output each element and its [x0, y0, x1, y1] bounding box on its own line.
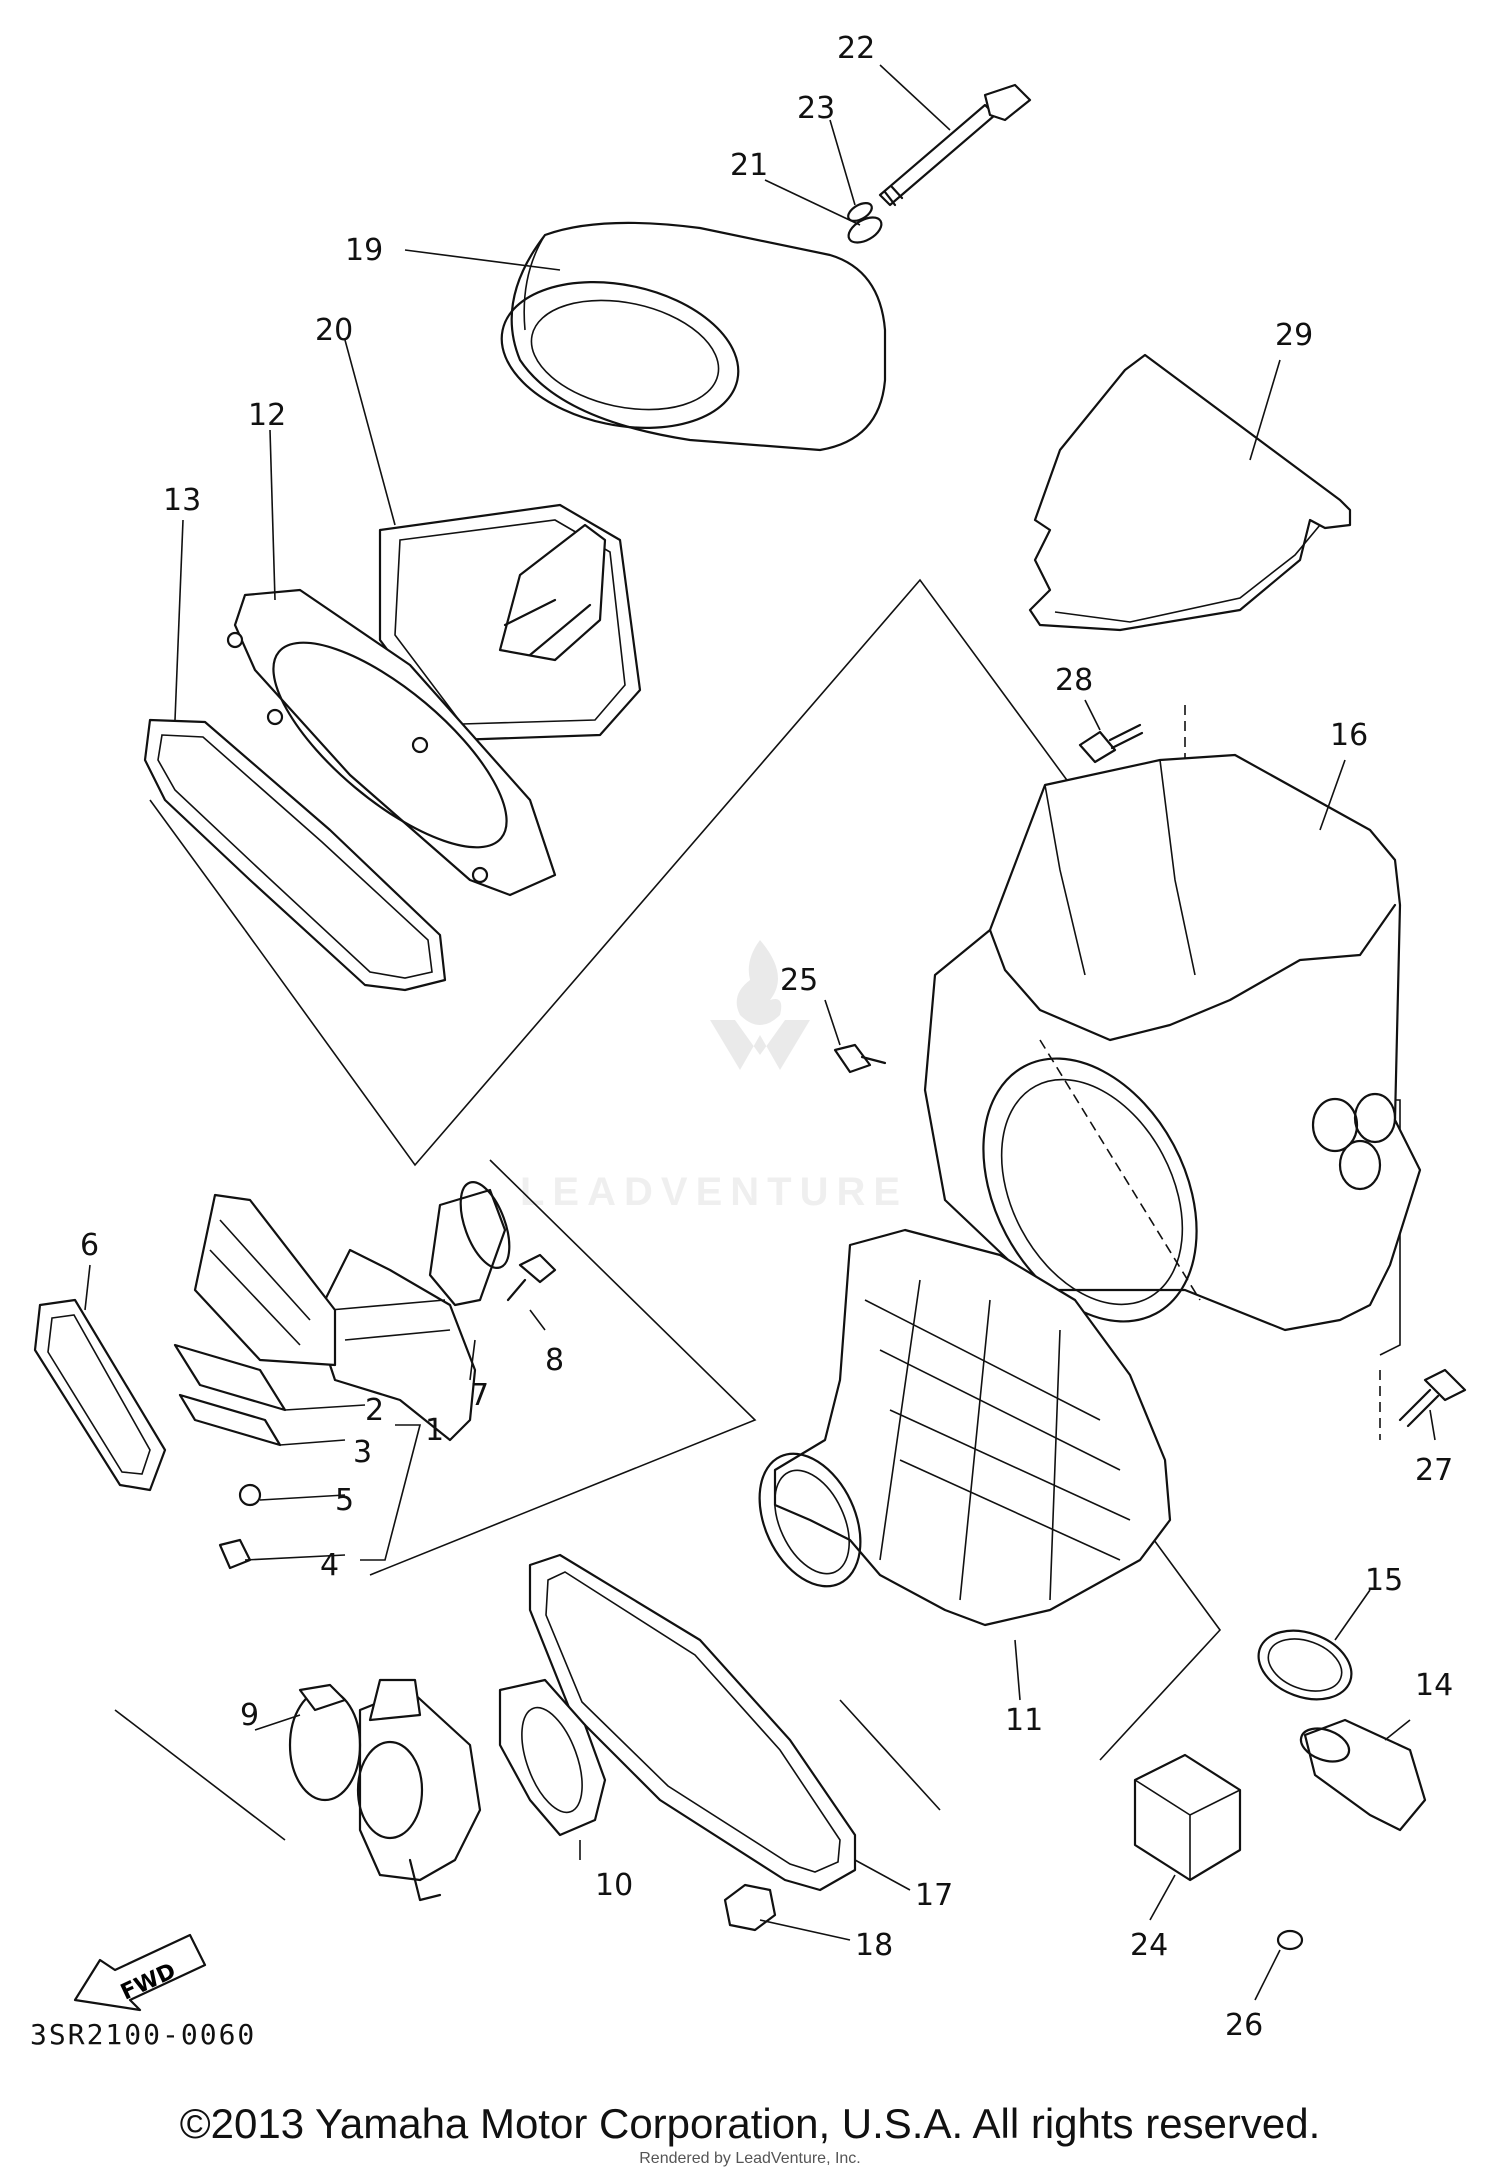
bolt-28: [1078, 723, 1144, 764]
reed-screws: [218, 1483, 262, 1570]
part-label-12: 12: [248, 398, 286, 433]
part-label-1: 1: [425, 1413, 444, 1448]
bolt-8: [506, 1253, 557, 1302]
duct-14: [1299, 1718, 1427, 1832]
group-outline-reed: [369, 1159, 757, 1576]
diagram-code: 3SR2100-0060: [30, 2018, 257, 2051]
reed-valve: [173, 1193, 337, 1447]
gasket-6: [33, 1298, 167, 1492]
part-label-14: 14: [1415, 1668, 1453, 1703]
group-outline-upper: [149, 578, 1211, 1167]
gasket-13: [143, 718, 447, 992]
part-label-5: 5: [335, 1483, 354, 1518]
watermark-text: LEADVENTURE: [520, 1170, 909, 1214]
part-label-20: 20: [315, 313, 353, 348]
copyright-notice: ©2013 Yamaha Motor Corporation, U.S.A. A…: [179, 2100, 1321, 2147]
grommet-15: [1257, 1629, 1353, 1701]
gasket-17: [528, 1553, 857, 1892]
part-label-24: 24: [1130, 1928, 1168, 1963]
band-10: [498, 1678, 607, 1837]
watermark-caption: Rendered by LeadVenture, Inc.: [639, 2150, 861, 2167]
part-label-27: 27: [1415, 1453, 1453, 1488]
lockwasher-23: [847, 202, 873, 222]
part-label-15: 15: [1365, 1563, 1403, 1598]
clamp-9: [288, 1683, 362, 1802]
air-box-cover: [1028, 353, 1352, 632]
part-label-4: 4: [320, 1548, 339, 1583]
fwd-arrow: FWD: [73, 1933, 207, 2012]
intake-manifold: [313, 1181, 511, 1442]
part-label-25: 25: [780, 963, 818, 998]
part-label-7: 7: [470, 1378, 489, 1413]
part-label-28: 28: [1055, 663, 1093, 698]
part-label-13: 13: [163, 483, 201, 518]
part-label-23: 23: [797, 91, 835, 126]
part-label-10: 10: [595, 1868, 633, 1903]
watermark-logo: [710, 940, 810, 1070]
part-label-16: 16: [1330, 718, 1368, 753]
part-label-21: 21: [730, 148, 768, 183]
part-label-9: 9: [240, 1698, 259, 1733]
part-label-22: 22: [837, 31, 875, 66]
part-label-29: 29: [1275, 318, 1313, 353]
part-label-11: 11: [1005, 1703, 1043, 1738]
bolt-27: [1398, 1368, 1467, 1428]
carburetor: [356, 1678, 482, 1902]
part-label-17: 17: [915, 1878, 953, 1913]
part-label-18: 18: [855, 1928, 893, 1963]
part-label-3: 3: [353, 1435, 372, 1470]
filter-bolt: [878, 83, 1032, 207]
part-label-26: 26: [1225, 2008, 1263, 2043]
joint-11: [758, 1228, 1172, 1627]
part-label-2: 2: [365, 1393, 384, 1428]
nut-18: [723, 1883, 777, 1932]
sponge-24: [1133, 1753, 1242, 1882]
bolt-25: [833, 1043, 887, 1074]
part-label-19: 19: [345, 233, 383, 268]
part-label-8: 8: [545, 1343, 564, 1378]
washer-26: [1276, 1929, 1304, 1951]
part-labels: 1 2 3 4 5 6 7 8 9 10 11 12 13 14 15 16 1…: [80, 31, 1453, 2043]
air-filter-element: [500, 221, 887, 452]
part-label-6: 6: [80, 1228, 99, 1263]
leader-lines: [84, 64, 1436, 2001]
case-joint: [226, 588, 557, 897]
